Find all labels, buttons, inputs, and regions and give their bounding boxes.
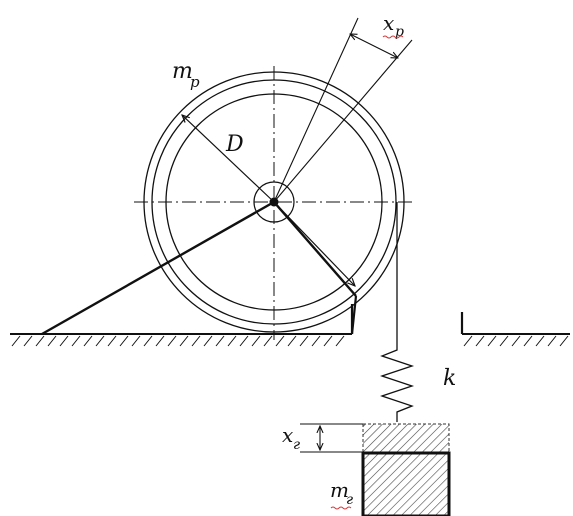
- ground-right: [460, 312, 570, 347]
- diameter-arrow: [182, 115, 275, 203]
- load-disp-label: x: [282, 423, 293, 447]
- wheel-displacement-dimension: [273, 17, 413, 203]
- load-mass-subscript: г: [346, 492, 353, 508]
- support-frame: [41, 200, 358, 336]
- spring-label: k: [443, 366, 456, 391]
- wheel-mass-subscript: р: [190, 73, 200, 91]
- wheel-disp-label: x: [383, 11, 394, 35]
- wheel-disp-subscript: р: [395, 24, 404, 40]
- load-disp-subscript: г: [293, 437, 300, 453]
- ground-left: [10, 304, 354, 347]
- load-mass: [361, 423, 451, 516]
- radius-arrow: [273, 201, 355, 286]
- load-displacement-dimension: [300, 423, 363, 453]
- diameter-label: D: [225, 132, 244, 157]
- wheel-mass-label: m: [172, 59, 193, 84]
- spellcheck-underline-2: [330, 506, 352, 510]
- load-mass-label: m: [330, 478, 349, 502]
- spellcheck-underline: [382, 35, 404, 39]
- spring: [379, 340, 415, 422]
